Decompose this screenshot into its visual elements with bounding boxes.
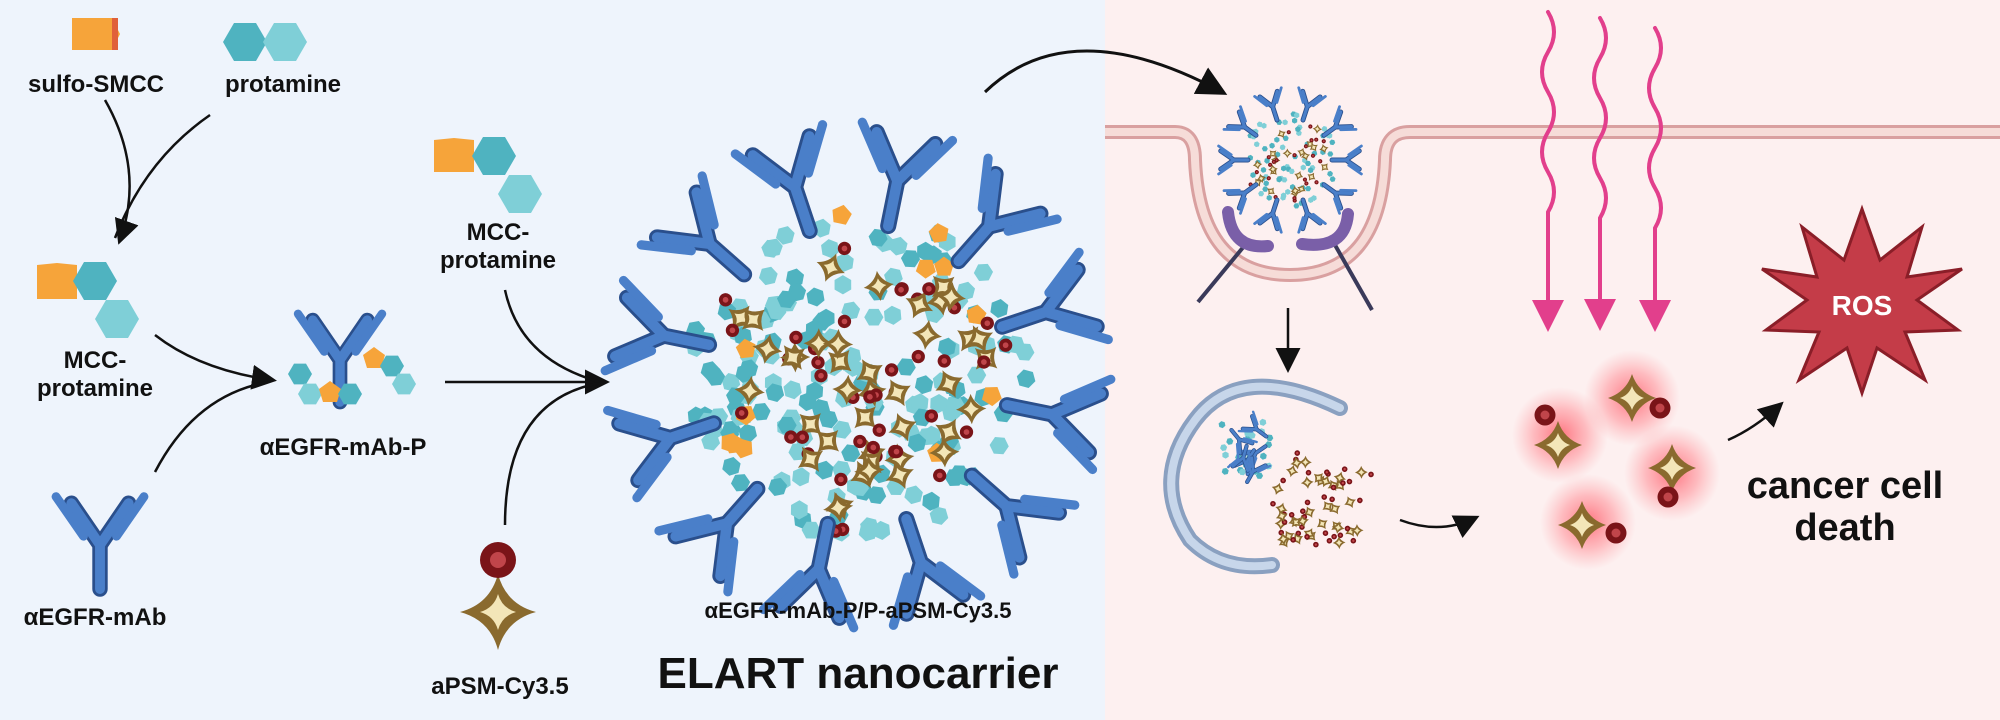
light-wave-icon [1532, 10, 1671, 332]
arrow-icon [1399, 515, 1480, 538]
receptor-icon [1196, 206, 1274, 304]
nanocarrier-name-label: ELART nanocarrier [658, 649, 1059, 698]
protamine-label: protamine [225, 71, 341, 98]
mcc-protamine-label-line2: protamine [37, 375, 153, 402]
anti-egfr-mab-p-label: αEGFR-mAb-P [260, 434, 427, 461]
cell-membrane-icon [1105, 125, 2000, 283]
arrow-icon [113, 113, 211, 239]
arrow-icon [154, 334, 277, 390]
nanocarrier-formula-label: αEGFR-mAb-P/P-aPSM-Cy3.5 [705, 598, 1012, 623]
arrow-icon [1727, 401, 1784, 442]
dye-star-icon [460, 542, 536, 650]
mcc-protamine-icon [434, 137, 542, 213]
arrow-icon [153, 380, 269, 473]
arrow-icon [503, 381, 601, 526]
mcc-protamine-mid-label-line2: protamine [440, 247, 556, 274]
receptor-icon [1296, 208, 1374, 311]
activated-dye-icon [1512, 350, 1720, 570]
protamine-hexagon-icon [223, 23, 307, 61]
mcc-protamine-icon [37, 262, 139, 338]
mcc-protamine-label-line1: MCC- [64, 347, 127, 374]
outcome-label-line1: cancer cell [1747, 465, 1943, 507]
apsm-cy35-label: aPSM-Cy3.5 [431, 673, 568, 700]
ros-label: ROS [1832, 290, 1893, 321]
linker-pentagon-icon [72, 18, 120, 50]
outcome-label-line2: death [1794, 507, 1895, 549]
mcc-protamine-mid-label-line1: MCC- [467, 219, 530, 246]
arrow-icon [983, 49, 1228, 95]
anti-egfr-mab-label: αEGFR-mAb [24, 604, 167, 631]
arrow-icon [103, 99, 139, 245]
arrow-icon [503, 289, 601, 384]
endosome-icon [1163, 378, 1348, 575]
ros-burst-icon: ROS [1761, 204, 1963, 398]
sulfo-smcc-label: sulfo-SMCC [28, 71, 164, 98]
